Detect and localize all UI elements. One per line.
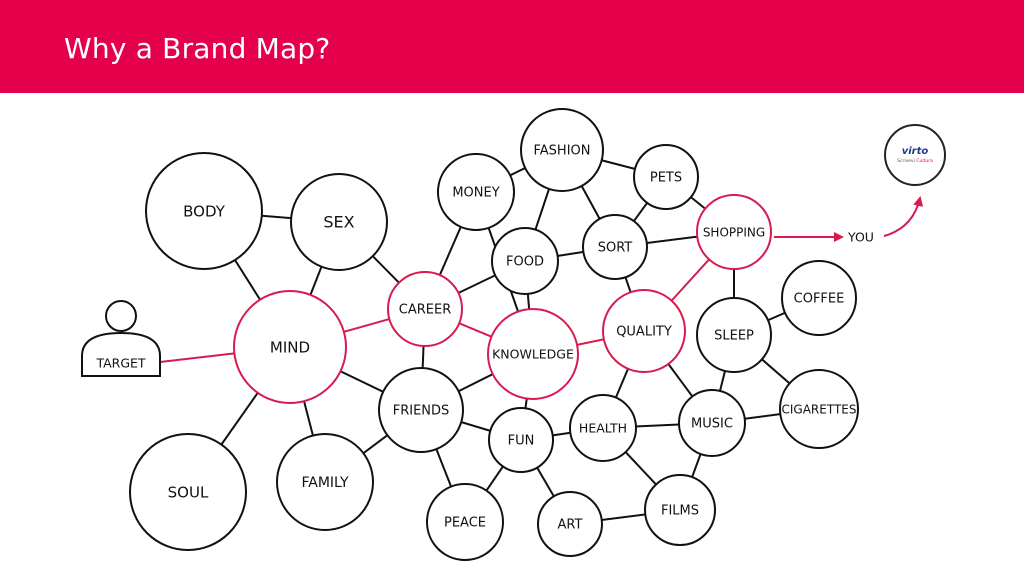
node-cigarettes: CIGARETTES [779,369,859,449]
node-family: FAMILY [276,433,374,531]
node-shopping: SHOPPING [696,194,772,270]
node-circle-art [537,491,603,557]
node-circle-sex [290,173,388,271]
node-circle-sleep [696,297,772,373]
node-label-family: FAMILY [301,475,348,491]
node-films: FILMS [644,474,716,546]
node-circle-food [491,227,559,295]
node-circle-knowledge [487,308,579,400]
node-circle-sort [582,214,648,280]
node-circle-career [387,271,463,347]
header-bar: Why a Brand Map? [0,0,1024,93]
node-label-health: HEALTH [579,421,627,436]
node-coffee: COFFEE [781,260,857,336]
node-body: BODY [145,152,263,270]
node-label-music: MUSIC [691,417,733,432]
node-soul: SOUL [129,433,247,551]
node-sleep: SLEEP [696,297,772,373]
node-quality: QUALITY [602,289,686,373]
node-circle-fun [488,407,554,473]
node-label-fun: FUN [508,434,535,449]
node-circle-quality [602,289,686,373]
target-head-icon [105,300,137,332]
node-label-cigarettes: CIGARETTES [782,403,857,417]
node-label-sleep: SLEEP [714,329,754,344]
node-music: MUSIC [678,389,746,457]
you-label: YOU [847,230,874,245]
node-fun: FUN [488,407,554,473]
node-label-fashion: FASHION [534,144,591,159]
node-knowledge: KNOWLEDGE [487,308,579,400]
node-label-money: MONEY [452,186,499,201]
node-mind: MIND [233,290,347,404]
node-label-coffee: COFFEE [794,292,845,307]
node-pets: PETS [633,144,699,210]
node-circle-money [437,153,515,231]
node-label-quality: QUALITY [616,325,672,340]
node-circle-health [569,394,637,462]
node-label-soul: SOUL [168,484,209,502]
node-circle-fashion [520,108,604,192]
node-label-art: ART [558,518,583,533]
node-label-sort: SORT [598,241,633,256]
node-fashion: FASHION [520,108,604,192]
node-circle-friends [378,367,464,453]
node-label-career: CAREER [399,303,451,318]
logo-text: virto [901,146,929,157]
node-sort: SORT [582,214,648,280]
node-circle-shopping [696,194,772,270]
node-label-knowledge: KNOWLEDGE [492,347,574,362]
node-peace: PEACE [426,483,504,561]
node-circle-pets [633,144,699,210]
node-label-sex: SEX [323,213,354,232]
node-circle-coffee [781,260,857,336]
target-body-icon [81,331,161,377]
target-node: TARGET [81,300,161,377]
node-label-peace: PEACE [444,516,486,531]
logo-sub-a: Scrivevi [897,159,917,164]
node-label-friends: FRIENDS [393,404,450,419]
node-circle-body [145,152,263,270]
node-circle-music [678,389,746,457]
node-circle-family [276,433,374,531]
target-label: TARGET [95,356,145,371]
node-money: MONEY [437,153,515,231]
node-circle-mind [233,290,347,404]
node-circle-peace [426,483,504,561]
node-food: FOOD [491,227,559,295]
node-career: CAREER [387,271,463,347]
node-label-mind: MIND [270,339,310,357]
node-friends: FRIENDS [378,367,464,453]
node-label-body: BODY [183,203,226,221]
brand-logo: virto Scrivevi Cultura [884,124,946,186]
nodes-layer: BODY SEX MIND SOUL FAMILY CAREER MONEY FASHION P… [129,108,859,561]
logo-sub-b: Cultura [916,159,933,164]
node-circle-films [644,474,716,546]
node-circle-soul [129,433,247,551]
node-label-shopping: SHOPPING [703,226,765,240]
node-label-food: FOOD [506,255,544,270]
node-art: ART [537,491,603,557]
node-label-pets: PETS [650,171,682,186]
page-title: Why a Brand Map? [64,32,331,65]
node-sex: SEX [290,173,388,271]
node-circle-cigarettes [779,369,859,449]
node-label-films: FILMS [661,504,699,519]
node-health: HEALTH [569,394,637,462]
logo-arrow [883,196,924,237]
logo-subtext: Scrivevi Cultura [886,159,944,164]
